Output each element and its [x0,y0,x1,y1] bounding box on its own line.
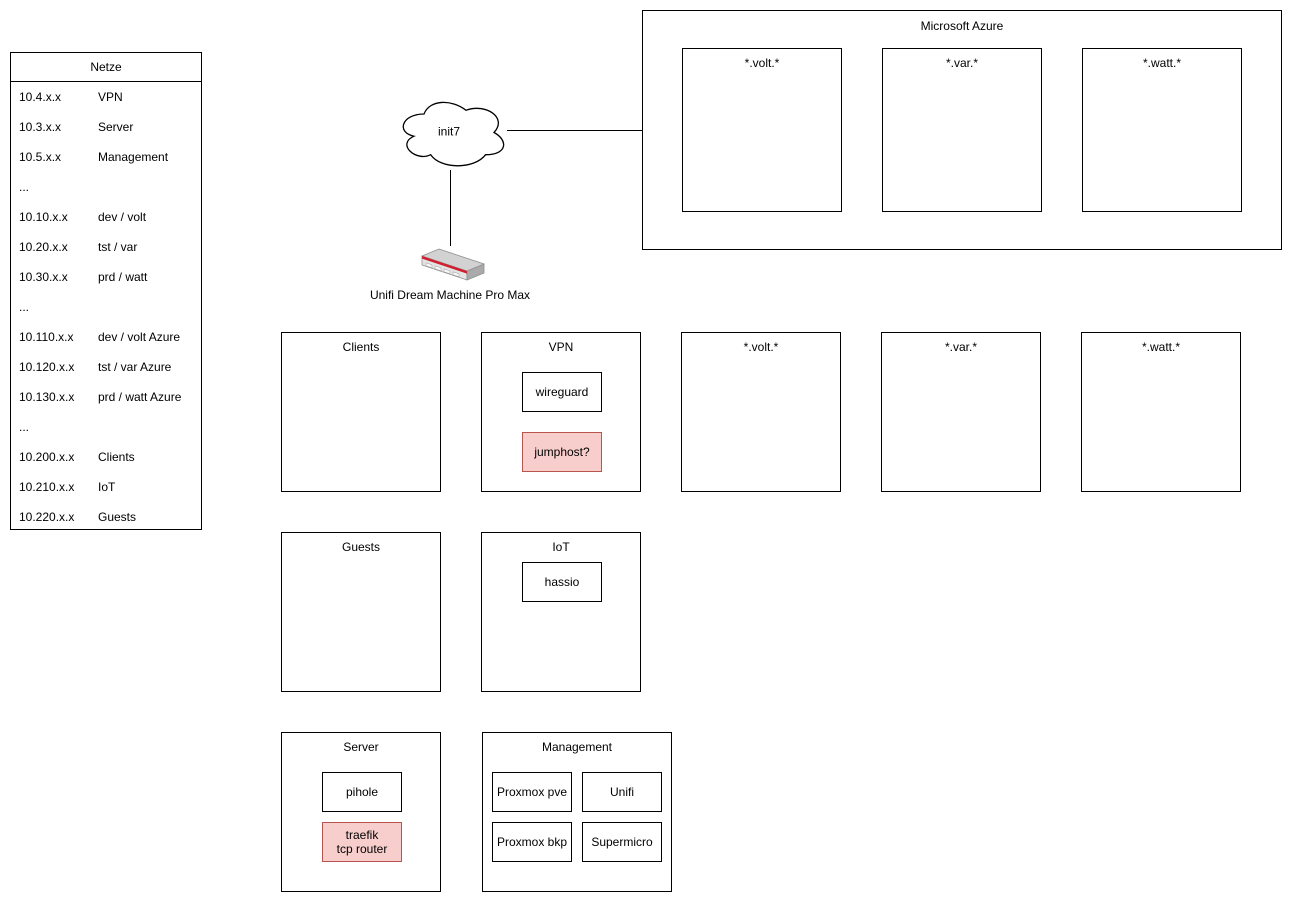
netze-row-name: tst / var [98,240,138,254]
netze-row-ip: 10.120.x.x [19,360,75,374]
netze-row-name: Management [98,150,169,164]
netze-row-name: IoT [98,480,116,494]
netze-row-name: dev / volt [98,210,147,224]
network-box-guests: Guests [281,532,441,692]
network-box-watt: *.watt.* [1081,332,1241,492]
netze-row: ... [11,292,201,322]
connector-init7-router [450,170,451,246]
netze-row: 10.4.x.x VPN [11,82,201,112]
network-box-server-label: Server [343,740,379,754]
node-wireguard: wireguard [522,372,602,412]
azure-title: Microsoft Azure [920,19,1004,33]
netze-row-name: dev / volt Azure [98,330,181,344]
netze-row-ip: 10.20.x.x [19,240,68,254]
node-proxmox-bkp: Proxmox bkp [492,822,572,862]
netze-table-body: 10.4.x.x VPN 10.3.x.x Server 10.5.x.x Manag… [11,82,201,532]
node-proxmox-pve: Proxmox pve [492,772,572,812]
netze-row-ip: 10.220.x.x [19,510,75,524]
network-box-var: *.var.* [881,332,1041,492]
netze-row-name: VPN [98,90,123,104]
netze-row-name: Server [98,120,134,134]
azure-container: Microsoft Azure *.volt.* *.var.* *.watt.… [642,10,1282,250]
netze-row-ip: 10.130.x.x [19,390,75,404]
netze-table-title: Netze [11,53,201,82]
netze-row: 10.110.x.x dev / volt Azure [11,322,201,352]
network-box-volt: *.volt.* [681,332,841,492]
udm-router-label: Unifi Dream Machine Pro Max [369,288,531,302]
netze-row: 10.200.x.x Clients [11,442,201,472]
netze-row: 10.10.x.x dev / volt [11,202,201,232]
network-box-volt-label: *.volt.* [743,340,779,354]
netze-row-name: Clients [98,450,135,464]
node-hassio: hassio [522,562,602,602]
netze-row-name: prd / watt Azure [98,390,182,404]
netze-row-ip: ... [19,300,30,314]
node-traefik: traefik tcp router [322,822,402,862]
udm-router-icon [420,248,485,281]
netze-row: 10.130.x.x prd / watt Azure [11,382,201,412]
netze-row: ... [11,412,201,442]
netze-row-ip: ... [19,180,30,194]
network-box-management: Management Proxmox pve Unifi Proxmox bkp… [482,732,672,892]
netze-row: 10.5.x.x Management [11,142,201,172]
node-pihole: pihole [322,772,402,812]
netze-row: 10.210.x.x IoT [11,472,201,502]
internet-cloud-shape: init7 [402,101,505,167]
netze-row-name: Guests [98,510,137,524]
network-box-clients-label: Clients [342,340,380,354]
internet-cloud-label: init7 [438,125,460,139]
netze-row: 10.120.x.x tst / var Azure [11,352,201,382]
network-box-management-label: Management [541,740,613,754]
network-box-vpn-label: VPN [548,340,574,354]
azure-box-volt-label: *.volt.* [744,56,780,70]
network-box-iot-label: IoT [552,540,570,554]
netze-row-ip: 10.30.x.x [19,270,68,284]
netze-row-ip: 10.3.x.x [19,120,62,134]
network-box-clients: Clients [281,332,441,492]
network-box-iot: IoT hassio [481,532,641,692]
netze-row-ip: ... [19,420,30,434]
azure-box-watt-label: *.watt.* [1142,56,1181,70]
azure-box-var-label: *.var.* [945,56,978,70]
network-box-watt-label: *.watt.* [1141,340,1180,354]
network-box-vpn: VPN wireguard jumphost? [481,332,641,492]
netze-row-ip: 10.200.x.x [19,450,75,464]
azure-box-var: *.var.* [882,48,1042,212]
network-box-var-label: *.var.* [944,340,977,354]
netze-row-ip: 10.4.x.x [19,90,62,104]
node-jumphost: jumphost? [522,432,602,472]
netze-row-name: prd / watt [98,270,148,284]
netze-table: Netze 10.4.x.x VPN 10.3.x.x Server 10.5.x.… [10,52,202,530]
netze-row-ip: 10.5.x.x [19,150,62,164]
netze-row: 10.20.x.x tst / var [11,232,201,262]
network-box-server: Server pihole traefik tcp router [281,732,441,892]
azure-box-volt: *.volt.* [682,48,842,212]
azure-box-watt: *.watt.* [1082,48,1242,212]
netze-row: 10.30.x.x prd / watt [11,262,201,292]
netze-row-ip: 10.110.x.x [19,330,74,344]
network-box-guests-label: Guests [341,540,380,554]
node-supermicro: Supermicro [582,822,662,862]
connector-init7-azure [507,130,642,131]
netze-row: 10.3.x.x Server [11,112,201,142]
netze-row: 10.220.x.x Guests [11,502,201,532]
netze-row-ip: 10.10.x.x [19,210,68,224]
node-unifi: Unifi [582,772,662,812]
netze-row-name: tst / var Azure [98,360,172,374]
netze-row-ip: 10.210.x.x [19,480,75,494]
netze-row: ... [11,172,201,202]
